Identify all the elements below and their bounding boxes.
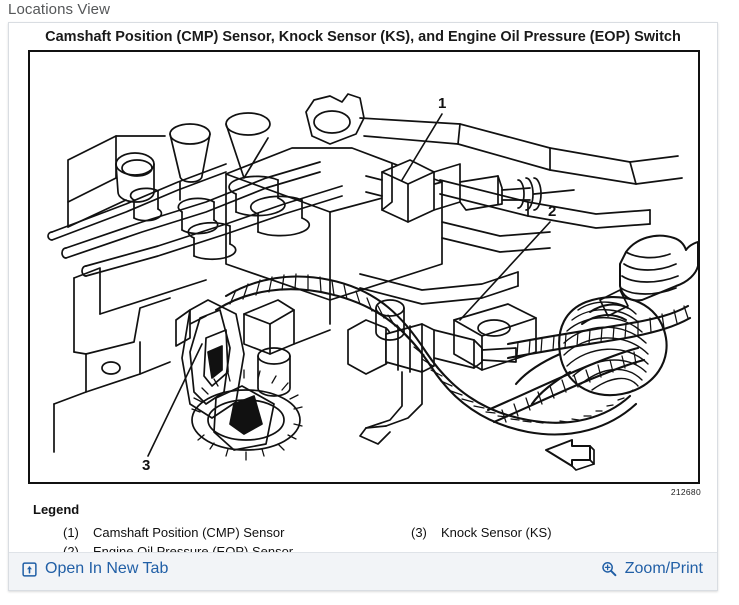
legend-item-number: (1) [63,525,79,540]
external-link-icon [21,561,38,578]
zoom-print-link[interactable]: Zoom/Print [601,560,703,578]
figure-title: Camshaft Position (CMP) Sensor, Knock Se… [45,29,681,45]
legend-item: (1) Camshaft Position (CMP) Sensor [63,523,293,542]
legend-item-label: Knock Sensor (KS) [441,525,552,540]
open-in-new-tab-link[interactable]: Open In New Tab [21,560,168,578]
illustration-panel: Camshaft Position (CMP) Sensor, Knock Se… [8,22,718,591]
callout-1: 1 [438,95,446,112]
callout-2: 2 [548,203,556,220]
magnifier-plus-icon [601,561,618,578]
legend-item-number: (3) [411,525,427,540]
legend-item-label: Camshaft Position (CMP) Sensor [93,525,285,540]
engine-component-location-diagram: 1 2 3 [47,93,698,474]
legend-item: (3) Knock Sensor (KS) [411,523,552,542]
panel-footer: Open In New Tab Zoom/Print [9,552,717,590]
legend: Legend (1) Camshaft Position (CMP) Senso… [28,502,700,561]
legend-columns: (1) Camshaft Position (CMP) Sensor (2) E… [28,523,700,561]
legend-column-right: (3) Knock Sensor (KS) [411,523,552,542]
callout-3: 3 [142,457,150,474]
open-in-new-tab-label: Open In New Tab [45,560,169,577]
zoom-print-label: Zoom/Print [624,560,703,577]
diagram-frame: 1 2 3 [28,50,700,484]
figure-id: 212680 [670,487,701,497]
page-title: Locations View [8,1,111,18]
legend-title: Legend [33,502,80,517]
